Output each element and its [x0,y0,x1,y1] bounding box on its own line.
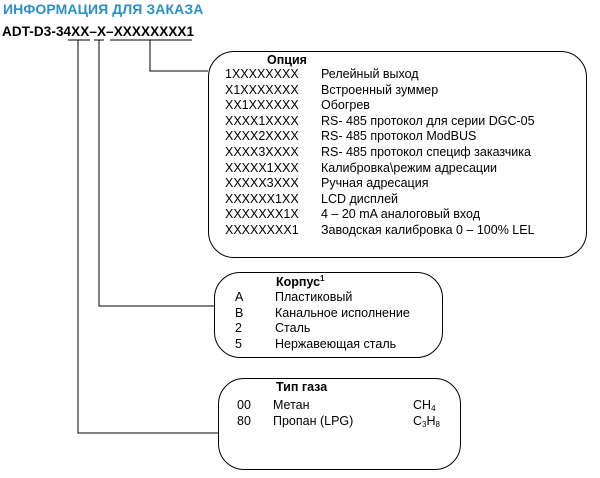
option-row-label: RS- 485 протокол для серии DGC-05 [321,113,535,128]
option-row-code: XXXXXX1XX [225,191,299,206]
option-row-code: XXXX2XXXX [225,129,299,144]
housing-heading-text: Корпус [276,275,321,290]
option-row-label: Ручная адресация [321,176,429,191]
options-connector [149,40,208,72]
gas-row: 00 Метан [237,398,353,414]
options-heading: Опция [267,53,307,67]
option-row-label: Релейный выход [321,67,419,81]
option-row: XXXX3XXXX RS- 485 протокол специф заказчи… [225,145,535,161]
gas-row-label: Метан [273,398,310,412]
option-row-label: Калибровка\режим адресации [321,160,498,175]
housing-row-label: Сталь [275,321,311,336]
housing-row-code: 2 [235,321,242,336]
housing-row: 5 Нержавеющая сталь [235,337,410,353]
option-row-code: XXXXX3XXX [225,176,299,191]
option-row-label: Заводская калибровка 0 – 100% LEL [321,222,535,237]
gas-formula-methane: CH4 [413,398,436,413]
option-row-label: Обогрев [321,98,370,113]
option-row: XXXXXXXX1 Заводская калибровка 0 – 100% L… [225,223,535,239]
option-row-code: XXXX1XXXX [225,113,299,128]
formula-part: 8 [435,420,440,429]
model-code: ADT-D3-34XX–X–XXXXXXXX1 [2,24,195,39]
gas-connector [77,40,218,434]
housing-heading: Корпус1 [276,274,325,289]
formula-part: 4 [431,404,436,413]
formula-part: CH [413,398,432,412]
formula-part: 3 [422,420,427,429]
option-row: XX1XXXXXX Обогрев [225,98,535,114]
option-row-label: Встроенный зуммер [321,82,439,97]
housing-row: B Канальное исполнение [235,306,410,322]
option-row-code: XXXXX1XXX [225,160,299,175]
option-row-code: X1XXXXXXX [225,82,299,97]
gas-row-label: Пропан (LPG) [273,413,354,428]
option-row-code: XX1XXXXXX [225,98,299,113]
gas-row-code: 00 [237,398,251,412]
option-row: XXXX2XXXX RS- 485 протокол ModBUS [225,129,535,145]
option-row: XXXXXX1XX LCD дисплей [225,192,535,208]
housing-row: A Пластиковый [235,290,410,306]
option-row-label: LCD дисплей [321,191,399,206]
gas-type-heading: Тип газа [276,380,328,394]
housing-connector [98,40,214,307]
gas-formula-propane: C3H8 [413,414,440,429]
ordering-info-title: ИНФОРМАЦИЯ ДЛЯ ЗАКАЗА [3,1,204,17]
gas-type-box: Тип газа 00 Метан 80 Пропан (LPG) CH4 C3H8 [218,378,461,470]
housing-row-code: B [235,305,244,320]
housing-row-label: Нержавеющая сталь [275,336,397,351]
option-row: XXXXX3XXX Ручная адресация [225,176,535,192]
option-row-label: RS- 485 протокол специф заказчика [321,144,531,159]
option-row-code: XXXXXXX1X [225,207,299,222]
option-row-code: XXXX3XXXX [225,144,299,159]
formula-part: H [426,414,436,428]
option-row-label: 4 – 20 mA аналоговый вход [321,207,480,222]
gas-type-list: 00 Метан 80 Пропан (LPG) [237,398,353,429]
housing-row-code: A [235,290,244,304]
housing-heading-footnote: 1 [320,274,325,283]
gas-row-code: 80 [237,413,251,428]
option-row: 1XXXXXXXX Релейный выход [225,67,535,83]
option-row-code: 1XXXXXXXX [225,67,299,81]
housing-row-label: Пластиковый [275,290,353,304]
option-row: XXXXX1XXX Калибровка\режим адресации [225,161,535,177]
housing-row: 2 Сталь [235,321,410,337]
option-row-label: RS- 485 протокол ModBUS [321,129,477,144]
option-row: X1XXXXXXX Встроенный зуммер [225,83,535,99]
formula-part: C [413,414,423,428]
housing-row-code: 5 [235,336,242,351]
option-row-code: XXXXXXXX1 [225,222,299,237]
option-row: XXXX1XXXX RS- 485 протокол для серии DGC-… [225,114,535,130]
housing-row-label: Канальное исполнение [275,305,410,320]
gas-row: 80 Пропан (LPG) [237,414,353,430]
option-row: XXXXXXX1X 4 – 20 mA аналоговый вход [225,207,535,223]
